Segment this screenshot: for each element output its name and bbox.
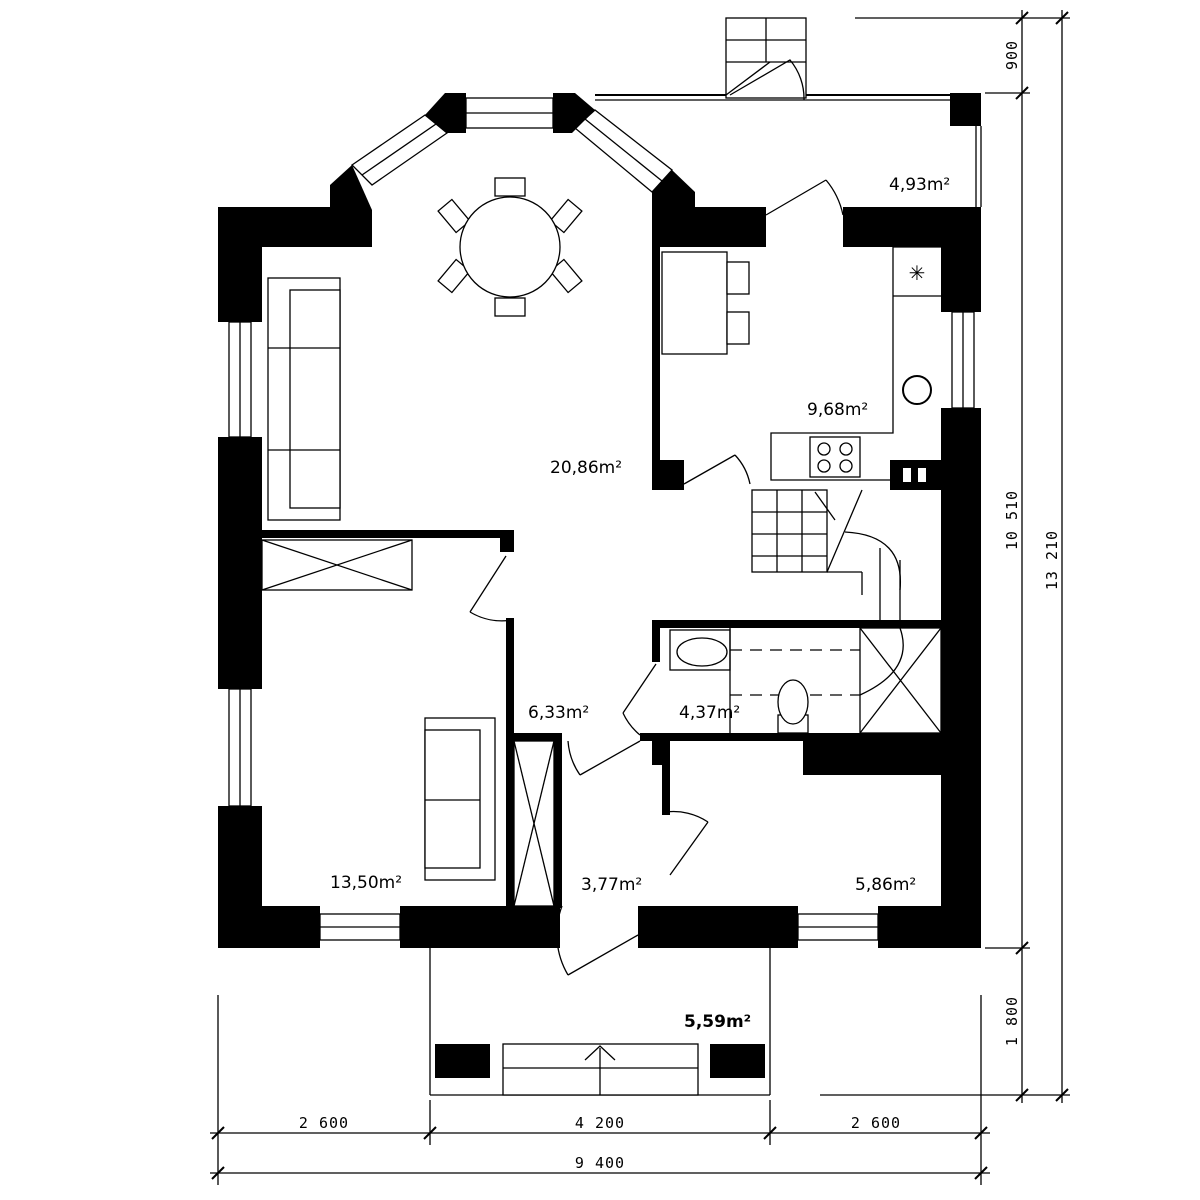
windows <box>228 97 975 941</box>
area-back-porch: 4,93m² <box>889 175 950 195</box>
doors <box>469 454 751 976</box>
area-kitchen: 9,68m² <box>807 400 868 420</box>
area-vestibule: 3,77m² <box>581 875 642 895</box>
kitchen-table <box>661 251 750 355</box>
dimension-lines: 2 600 4 200 2 600 9 400 900 10 510 1 800… <box>210 10 1070 1185</box>
exterior-walls <box>218 93 981 948</box>
sofa-bedroom <box>424 717 496 881</box>
sofa-living <box>267 277 341 521</box>
front-porch <box>429 948 771 1096</box>
area-bedroom: 13,50m² <box>330 873 402 893</box>
kitchen-counter: ✳ <box>770 246 941 488</box>
dim-bottom-total: 9 400 <box>575 1154 625 1172</box>
area-utility: 5,86m² <box>855 875 916 895</box>
back-porch <box>595 17 982 216</box>
dim-right-top: 900 <box>1003 40 1021 70</box>
dining-table <box>437 177 583 317</box>
svg-text:✳: ✳ <box>909 261 926 285</box>
room-area-labels: 20,86m² 9,68m² 4,93m² 13,50m² 6,33m² 4,3… <box>330 175 950 1032</box>
area-living-dining: 20,86m² <box>550 458 622 478</box>
dim-right-bottom: 1 800 <box>1003 996 1021 1046</box>
dim-bottom-right: 2 600 <box>851 1114 901 1132</box>
area-hall: 6,33m² <box>528 703 589 723</box>
furniture: ✳ <box>261 177 942 907</box>
area-bathroom: 4,37m² <box>679 703 740 723</box>
staircase <box>751 489 902 620</box>
dim-bottom-middle: 4 200 <box>575 1114 625 1132</box>
bathroom-fixtures <box>669 627 942 734</box>
dim-bottom-left: 2 600 <box>299 1114 349 1132</box>
dim-right-middle: 10 510 <box>1003 490 1021 550</box>
wardrobe-bedroom <box>261 539 413 591</box>
area-front-porch: 5,59m² <box>684 1012 751 1032</box>
wardrobe-vestibule <box>513 740 555 907</box>
dim-right-total: 13 210 <box>1043 530 1061 590</box>
